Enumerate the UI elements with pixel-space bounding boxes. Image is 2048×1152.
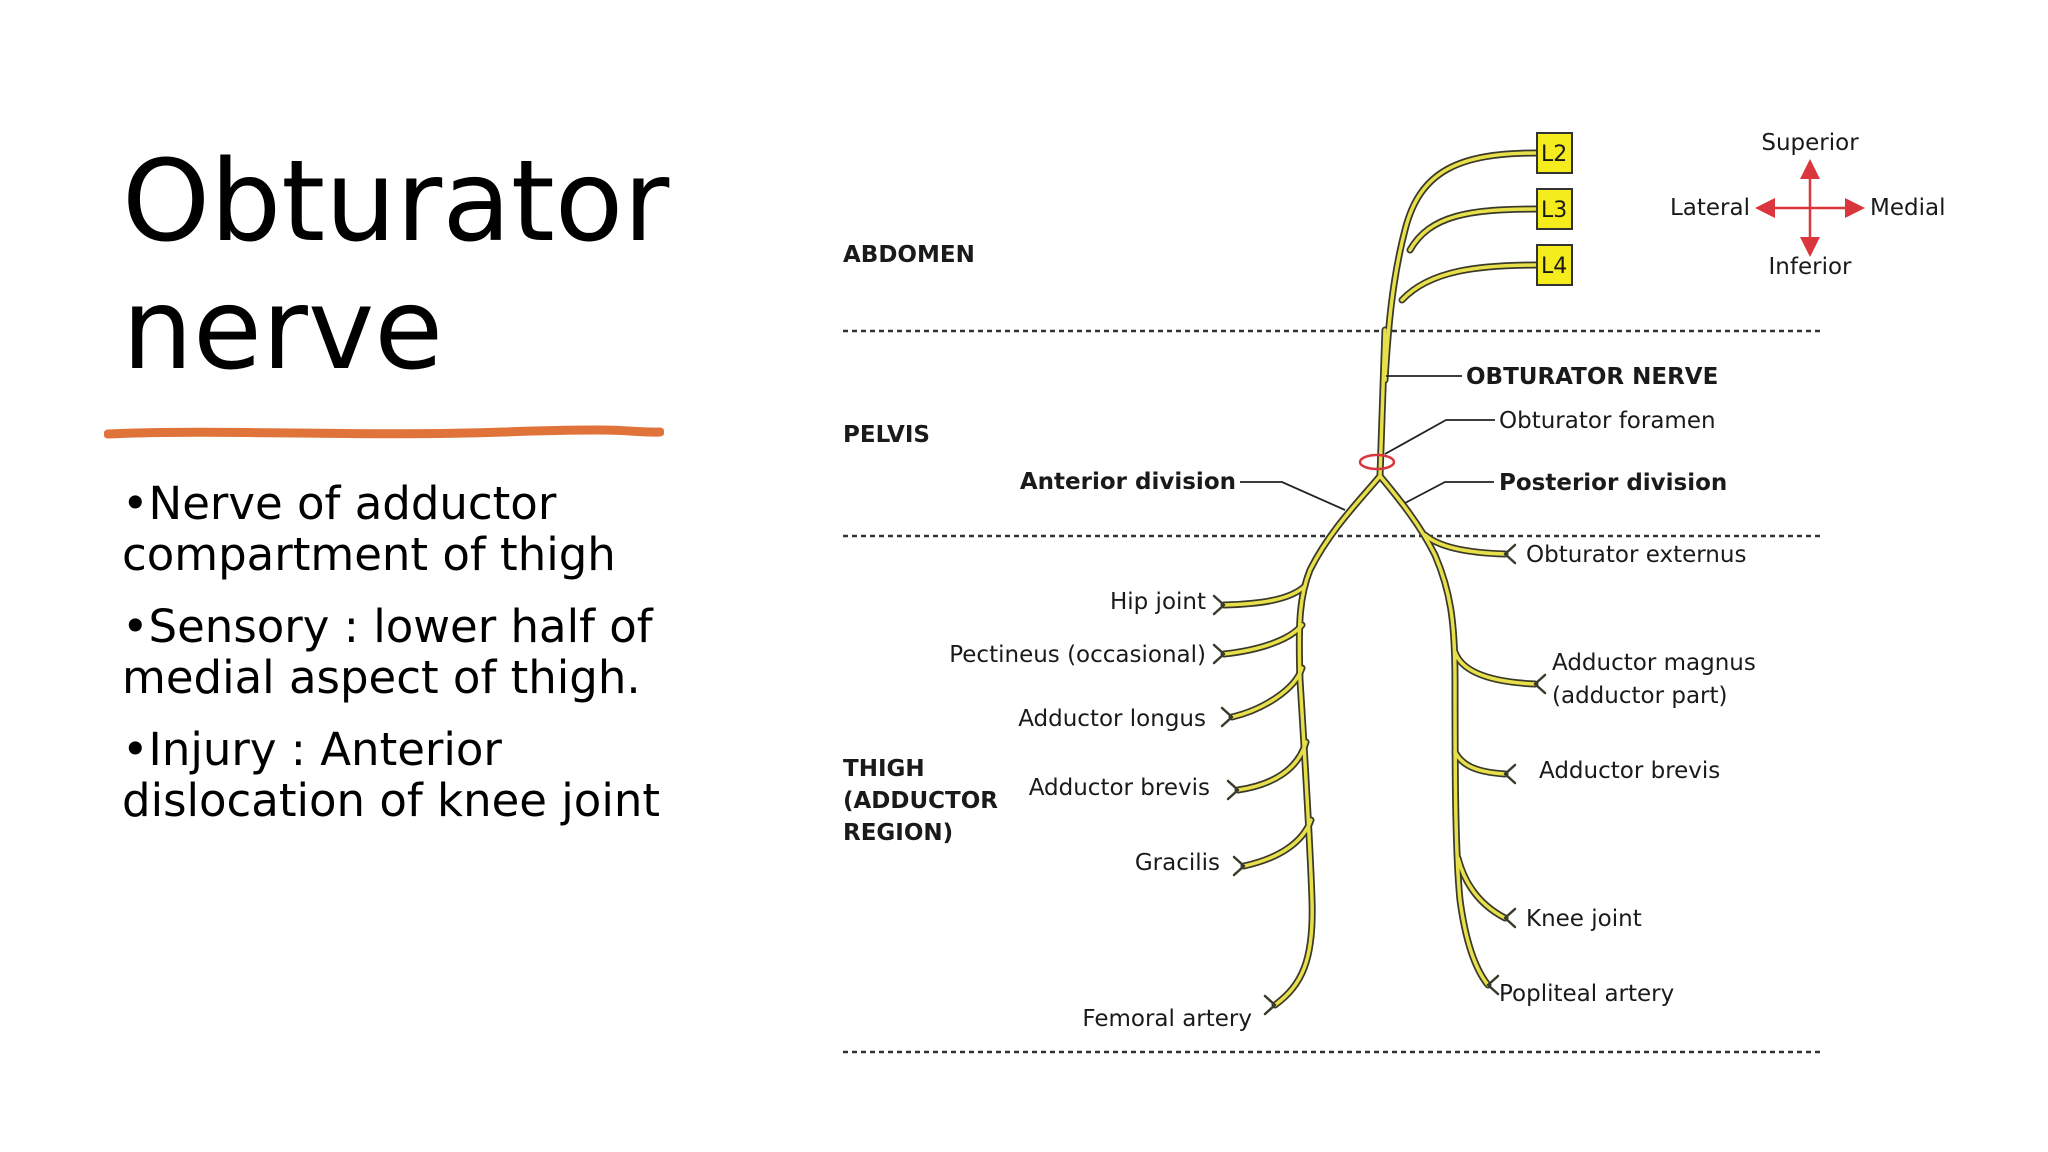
root-label: L2 [1541, 142, 1567, 167]
root-l2-fiber [1383, 151, 1539, 382]
root-l2: L2 [1536, 132, 1573, 174]
branch-hip-joint [1222, 584, 1307, 607]
branch-knee-joint-outline [1454, 854, 1509, 922]
root-label: L3 [1541, 198, 1567, 223]
ending-obturator-externus [1503, 543, 1517, 565]
root-l4: L4 [1536, 244, 1573, 286]
label-hip-joint: Hip joint [1110, 589, 1206, 615]
label-obturator-externus: Obturator externus [1526, 542, 1746, 568]
branch-knee-joint [1456, 856, 1507, 920]
bullet-item: •Sensory : lower half of medial aspect o… [122, 601, 722, 703]
label-femoral-artery: Femoral artery [1082, 1006, 1252, 1032]
region-label-thigh: REGION) [843, 820, 953, 846]
root-label: L4 [1541, 254, 1567, 279]
root-l3-fiber [1408, 207, 1539, 252]
compass-inferior: Inferior [1769, 254, 1853, 280]
label-knee-joint: Knee joint [1526, 906, 1642, 932]
region-label-thigh: (ADDUCTOR [843, 788, 998, 814]
branch-gracilis [1242, 818, 1313, 868]
obturator-foramen-marker [1358, 453, 1396, 471]
bullet-text: medial aspect of thigh. [122, 651, 641, 704]
branch-adductor-brevis-post [1453, 750, 1507, 776]
bullet-text: •Sensory : lower half of [122, 600, 653, 653]
orientation-compass: Superior Inferior Lateral Medial [1670, 130, 1946, 280]
title-line-1: Obturator [122, 137, 670, 267]
label-adductor-longus: Adductor longus [1018, 706, 1206, 732]
title-line-2: nerve [122, 265, 444, 395]
ending-adductor-brevis-post [1503, 763, 1517, 785]
label-adductor-brevis-posterior: Adductor brevis [1539, 758, 1720, 784]
ending-gracilis [1232, 855, 1246, 877]
label-adductor-magnus: (adductor part) [1552, 683, 1728, 709]
label-adductor-magnus: Adductor magnus [1552, 650, 1756, 676]
root-l4-fiber [1400, 263, 1539, 302]
branch-adductor-longus [1230, 666, 1304, 719]
title-underline [104, 425, 664, 439]
region-label-pelvis: PELVIS [843, 422, 930, 448]
branch-obturator-externus [1423, 533, 1507, 556]
label-posterior-division: Posterior division [1499, 470, 1727, 496]
branch-gracilis-outline [1240, 816, 1315, 870]
bullet-item: •Injury : Anterior dislocation of knee j… [122, 724, 722, 826]
label-gracilis: Gracilis [1135, 850, 1220, 876]
ending-hip-joint [1212, 594, 1226, 616]
branch-adductor-magnus [1453, 650, 1537, 686]
label-anterior-division: Anterior division [1020, 469, 1236, 495]
slide-title: Obturator nerve [122, 138, 669, 394]
ending-pectineus [1212, 643, 1226, 665]
leader-line [1384, 419, 1495, 455]
branch-adductor-brevis-ant [1236, 740, 1308, 792]
ending-femoral-artery [1263, 994, 1277, 1016]
ending-adductor-longus [1220, 706, 1234, 728]
compass-lateral: Lateral [1670, 195, 1750, 221]
label-pectineus: Pectineus (occasional) [949, 642, 1206, 668]
bullet-item: •Nerve of adductor compartment of thigh [122, 478, 722, 580]
bullet-text: dislocation of knee joint [122, 774, 661, 827]
leader-line [1240, 481, 1346, 511]
main-trunk [1378, 328, 1387, 478]
posterior-division [1378, 474, 1490, 987]
label-popliteal-artery: Popliteal artery [1499, 981, 1674, 1007]
bullet-text: compartment of thigh [122, 528, 616, 581]
branch-adductor-longus-outline [1228, 664, 1306, 721]
compass-superior: Superior [1761, 130, 1859, 156]
compass-medial: Medial [1870, 195, 1945, 221]
ending-knee-joint [1503, 907, 1517, 929]
region-label-abdomen: ABDOMEN [843, 242, 975, 268]
branch-adductor-brevis-ant-outline [1234, 738, 1310, 794]
bullet-list: •Nerve of adductor compartment of thigh … [122, 478, 722, 847]
branch-pectineus-outline [1220, 621, 1306, 658]
bullet-text: •Nerve of adductor [122, 477, 557, 530]
ending-adductor-magnus [1533, 673, 1547, 695]
anterior-division [1273, 474, 1382, 1007]
label-obturator-nerve: OBTURATOR NERVE [1466, 364, 1718, 390]
leader-line [1404, 481, 1494, 504]
bullet-text: •Injury : Anterior [122, 723, 502, 776]
anterior-division-outline [1271, 472, 1384, 1009]
ending-popliteal-artery [1486, 974, 1500, 996]
label-adductor-brevis-anterior: Adductor brevis [1029, 775, 1210, 801]
ending-adductor-brevis-ant [1226, 779, 1240, 801]
region-label-thigh: THIGH [843, 756, 925, 782]
label-obturator-foramen: Obturator foramen [1499, 408, 1716, 434]
root-l3: L3 [1536, 188, 1573, 230]
branch-pectineus [1222, 623, 1304, 656]
